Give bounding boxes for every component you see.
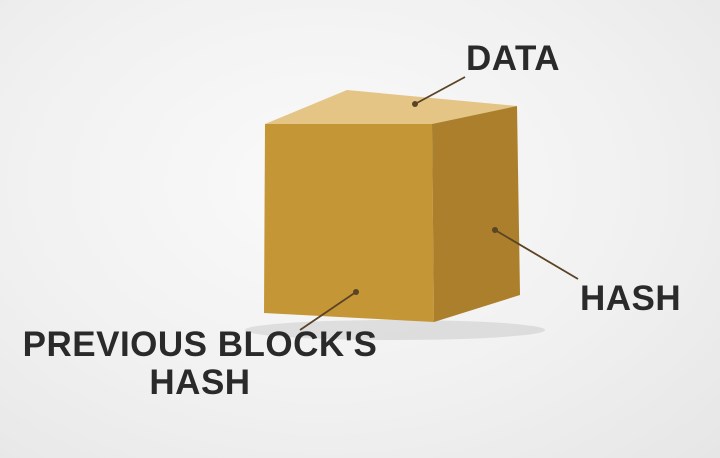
previous-block-hash-label-line-2: HASH: [149, 363, 251, 402]
previous-hash-pointer-line: [299, 291, 357, 331]
cube-front-face: [264, 124, 434, 322]
previous-block-hash-label-line-1: PREVIOUS BLOCK'S: [22, 325, 378, 364]
previous-block-hash-label: PREVIOUS BLOCK'S HASH: [20, 326, 380, 402]
cube-top-face: [265, 90, 517, 124]
previous-hash-pointer-dot: [353, 289, 359, 295]
hash-label: HASH: [580, 279, 682, 318]
data-pointer-line: [414, 76, 466, 105]
hash-pointer-line: [494, 229, 579, 280]
hash-pointer-dot: [492, 227, 498, 233]
cube-side-face: [432, 106, 520, 322]
data-label: DATA: [466, 39, 561, 78]
cube-shadow: [245, 320, 545, 340]
data-pointer-dot: [412, 101, 418, 107]
